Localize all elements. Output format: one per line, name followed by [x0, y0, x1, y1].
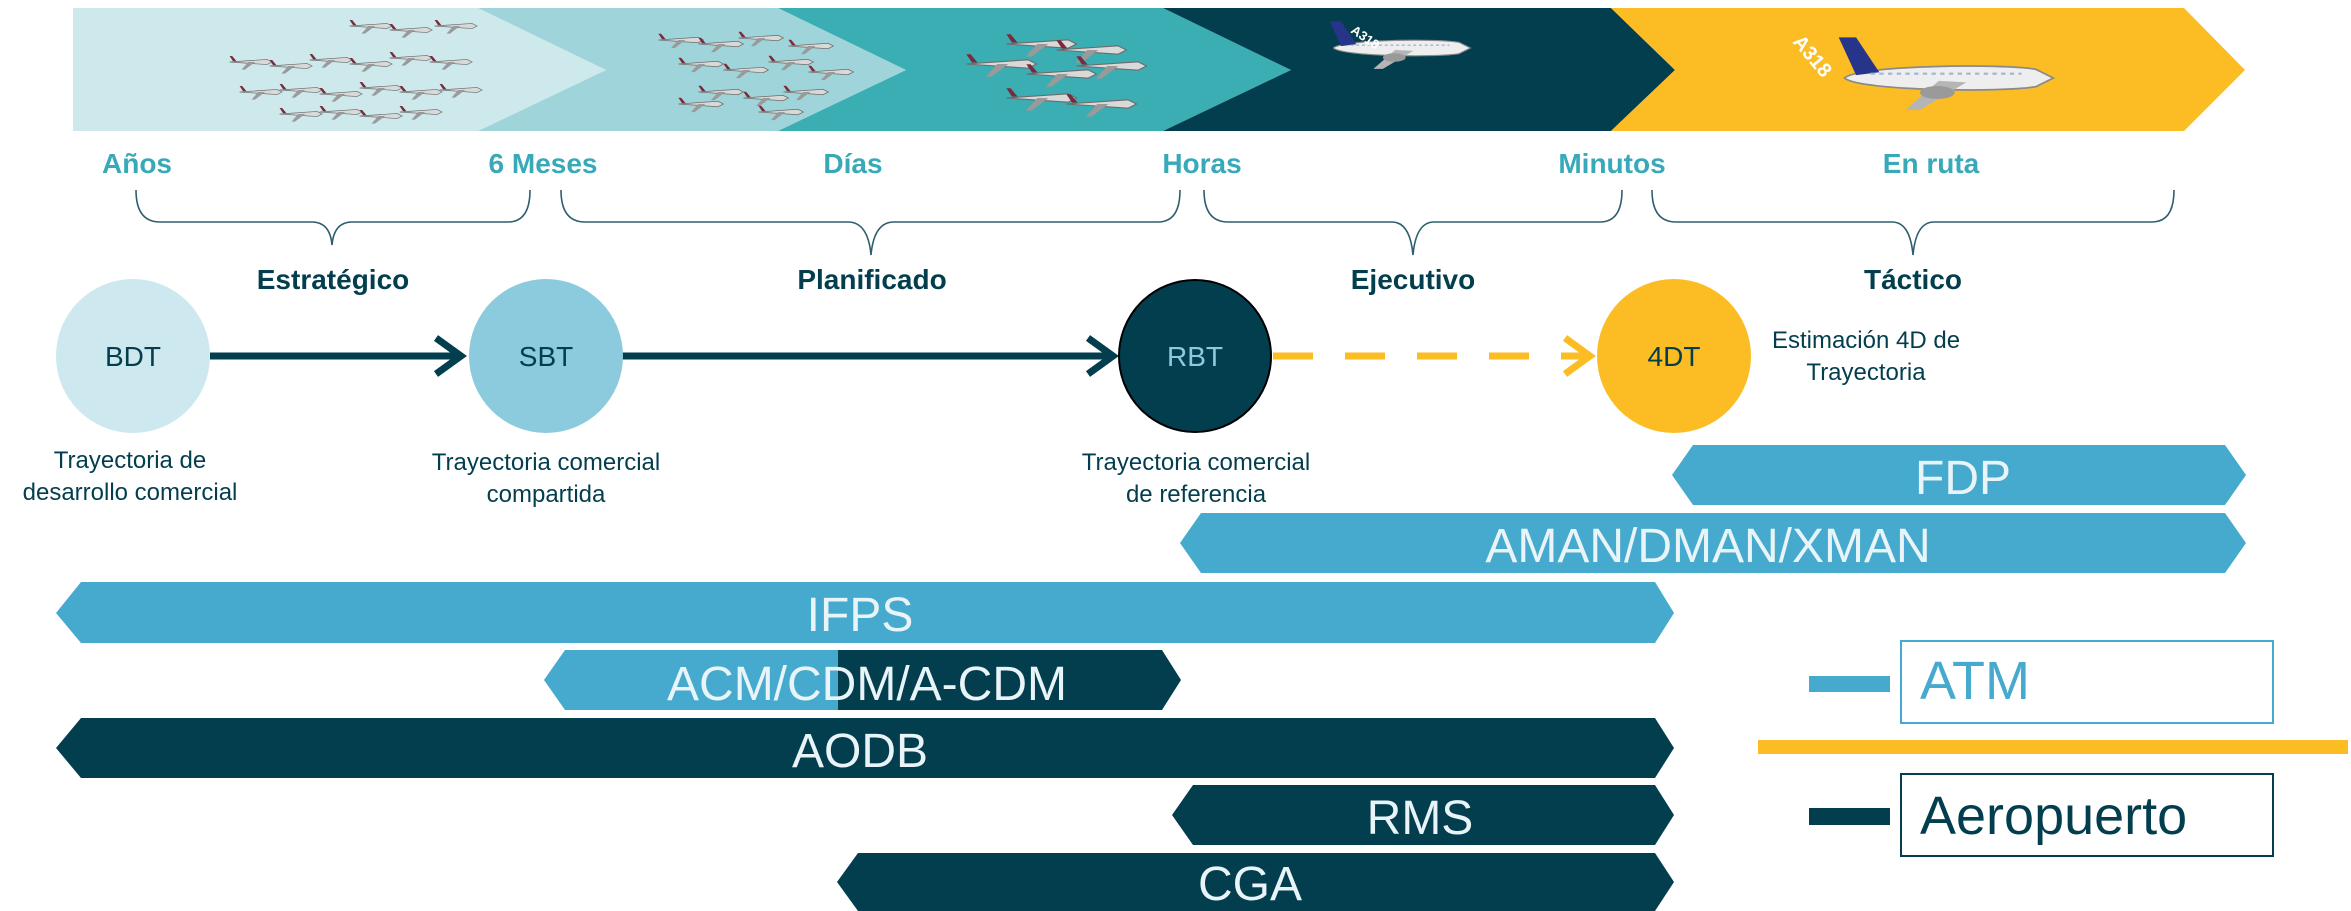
node-bdt-label: BDT — [105, 341, 161, 372]
brace-strategic — [135, 189, 531, 246]
legend-divider — [1758, 740, 2348, 754]
system-bars: FDP AMAN/DMAN/XMAN IFPS ACM/CDM/A-CDM AO… — [56, 445, 2246, 911]
arrowhead-sbt — [433, 335, 467, 377]
bar-ifps-label: IFPS — [807, 589, 914, 642]
bar-cga-label: CGA — [1198, 858, 1302, 911]
node-4dt — [1597, 279, 1751, 433]
node-sbt-label: SBT — [519, 341, 573, 372]
node-sbt-description-line1: Trayectoria comercial — [432, 449, 661, 476]
time-label-six-months: 6 Meses — [489, 148, 598, 179]
node-4dt-description-line2: Trayectoria — [1806, 359, 1926, 386]
legend-airport-box — [1900, 773, 2274, 857]
node-bdt-description-line2: desarrollo comercial — [23, 479, 238, 506]
banner-segment-years — [73, 8, 606, 131]
node-rbt-description-line1: Trayectoria comercial — [1082, 449, 1311, 476]
node-rbt-label: RBT — [1167, 341, 1223, 372]
bar-rms — [1172, 785, 1674, 845]
arrowhead-4dt — [1562, 335, 1596, 377]
node-4dt-label: 4DT — [1648, 341, 1701, 372]
phase-tactical: Táctico — [1864, 264, 1962, 295]
legend-atm-label: ATM — [1920, 651, 2030, 711]
node-bdt-description-line1: Trayectoria de — [54, 447, 207, 474]
bar-acm-cdm-label: ACM/CDM/A-CDM — [667, 658, 1067, 711]
legend-atm-swatch — [1809, 676, 1890, 692]
time-label-minutes: Minutos — [1558, 148, 1665, 179]
node-sbt — [469, 279, 623, 433]
bar-aodb-label: AODB — [792, 725, 928, 778]
brace-planned — [560, 189, 1181, 256]
legend-airport-label: Aeropuerto — [1920, 786, 2187, 846]
bar-acm-cdm-airport-part — [838, 650, 1181, 710]
node-bdt — [56, 279, 210, 433]
time-label-years: Años — [102, 148, 172, 179]
bar-rms-label: RMS — [1367, 792, 1474, 845]
bar-aman-dman-xman — [1180, 513, 2246, 573]
brace-tactical — [1651, 189, 2175, 256]
bar-aodb — [56, 718, 1674, 778]
banner-segment-hours — [1163, 8, 1675, 131]
phase-executive: Ejecutivo — [1351, 264, 1475, 295]
time-label-days: Días — [823, 148, 882, 179]
node-rbt — [1118, 279, 1272, 433]
node-sbt-description-line2: compartida — [487, 481, 606, 508]
bar-acm-cdm-atm-part — [544, 650, 838, 710]
phase-braces — [135, 189, 2175, 256]
legend-airport-swatch — [1809, 808, 1890, 825]
bar-aman-dman-xman-label: AMAN/DMAN/XMAN — [1485, 520, 1930, 573]
bar-fdp — [1672, 445, 2246, 505]
phase-planned: Planificado — [797, 264, 946, 295]
phase-labels: Estratégico Planificado Ejecutivo Táctic… — [257, 264, 1962, 295]
node-rbt-description-line2: de referencia — [1126, 481, 1267, 508]
phase-strategic: Estratégico — [257, 264, 410, 295]
bar-ifps — [56, 582, 1674, 643]
time-label-hours: Horas — [1162, 148, 1241, 179]
legend: ATM Aeropuerto — [1758, 640, 2348, 857]
brace-executive — [1203, 189, 1623, 256]
node-4dt-description-line1: Estimación 4D de — [1772, 327, 1960, 354]
banner-segment-six-months — [478, 8, 906, 131]
time-labels: Años 6 Meses Días Horas Minutos En ruta — [102, 148, 1980, 179]
bar-cga — [837, 853, 1674, 911]
trajectory-flow: BDT SBT RBT 4DT Trayectoria de desarroll… — [23, 279, 1960, 508]
bar-fdp-label: FDP — [1915, 452, 2011, 505]
time-horizon-banner: A318 A318 — [73, 8, 2245, 131]
time-label-en-route: En ruta — [1883, 148, 1980, 179]
legend-atm-box — [1900, 640, 2274, 724]
arrowhead-rbt — [1085, 335, 1119, 377]
